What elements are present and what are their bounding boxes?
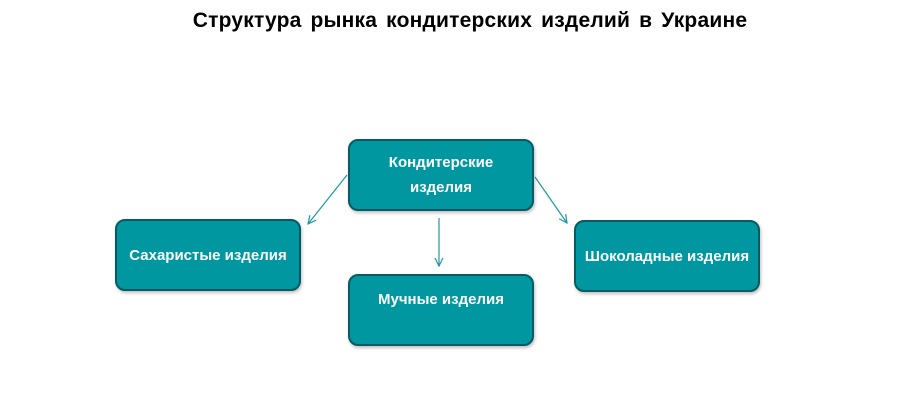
node-confectionery: Кондитерские изделия (348, 139, 534, 211)
node-sugar-products-label: Сахаристые изделия (129, 246, 287, 264)
connector-root-to-sugar (308, 174, 348, 224)
node-chocolate-products: Шоколадные изделия (574, 220, 760, 292)
connector-root-to-chocolate (534, 176, 567, 223)
node-flour-products-label: Мучные изделия (378, 290, 504, 308)
node-flour-products: Мучные изделия (348, 274, 534, 346)
node-sugar-products: Сахаристые изделия (115, 219, 301, 291)
diagram-title: Структура рынка кондитерских изделий в У… (192, 9, 748, 32)
node-chocolate-products-label: Шоколадные изделия (584, 247, 750, 265)
node-confectionery-label: Кондитерские изделия (388, 154, 494, 196)
